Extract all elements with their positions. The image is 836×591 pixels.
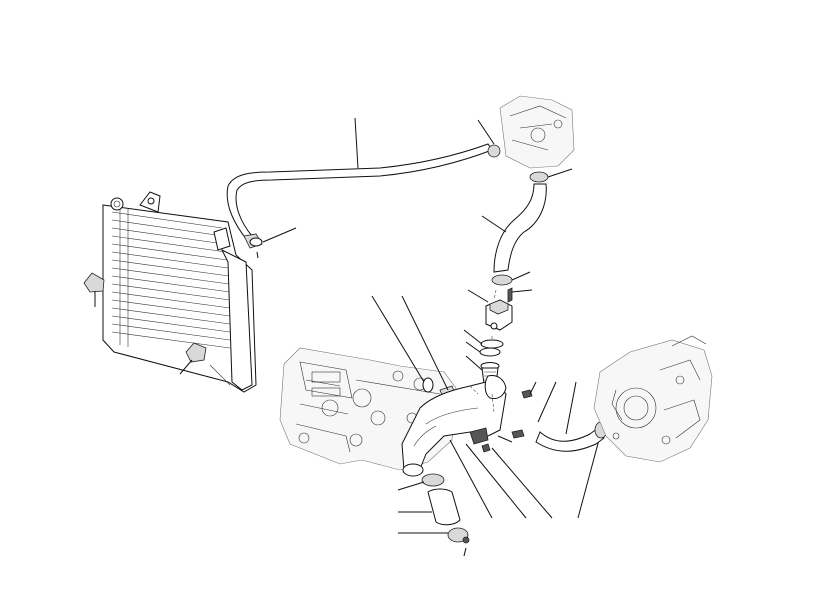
- bolt-thermostat: [507, 287, 533, 303]
- hose-clamp-bottom-upper: [397, 473, 445, 491]
- water-pump-cover: [593, 335, 713, 463]
- annotation-tick: [256, 251, 259, 259]
- radiator-cap: [110, 197, 124, 211]
- thermostat-housing: [467, 289, 513, 331]
- radiator-side-tank: [220, 248, 253, 391]
- hose-clamp-upper-left: [243, 227, 297, 249]
- water-pipe-manifold: [401, 375, 507, 477]
- leader-line: [491, 447, 553, 519]
- radiator: [102, 191, 257, 393]
- rubber-mount-lower: [179, 342, 207, 375]
- leader-line: [465, 443, 527, 519]
- short-hose: [535, 381, 605, 452]
- radiator-mount-bracket-lower: [213, 227, 231, 251]
- upper-hose: [226, 117, 493, 241]
- assembly-guide-line: [469, 385, 479, 395]
- o-ring-head: [371, 295, 434, 393]
- rubber-mount-upper: [83, 272, 105, 307]
- elbow-hose: [481, 183, 547, 273]
- engine-fragment-top: [499, 95, 575, 169]
- bolts-manifold: [481, 381, 537, 453]
- hose-clamp-elbow-top: [529, 168, 573, 183]
- leader-line: [577, 435, 601, 519]
- assembly-guide-line: [491, 393, 495, 413]
- hose-clamp-bottom-lower: [398, 527, 470, 557]
- o-ring-lower: [465, 341, 501, 357]
- leader-line: [449, 439, 493, 519]
- radiator-fins: [111, 208, 231, 349]
- hose-clamp-upper-right: [477, 119, 501, 158]
- hose-clamp-elbow-bottom: [491, 271, 531, 286]
- pipe-sleeve: [398, 488, 461, 526]
